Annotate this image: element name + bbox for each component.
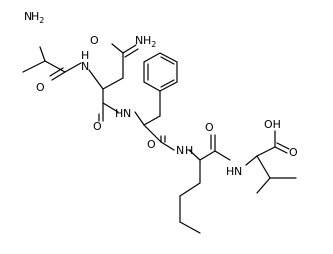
bond-cb-cg-leu (179, 182, 201, 197)
atom-label-o-phe: O (147, 138, 156, 151)
atom-label-n-leu-val: N (234, 165, 242, 178)
atom-label-o-leu: O (205, 121, 214, 134)
bond-cg-nd2-asn (111, 43, 124, 54)
bond-ca-c-val (256, 146, 276, 157)
bond-c-n-leu-val (214, 150, 231, 161)
bond-ca-c-leu (199, 150, 216, 161)
phenyl-double-2 (160, 56, 175, 65)
bonds (22, 43, 297, 234)
atom-label-o-asn-backbone: O (93, 120, 102, 133)
atom-label-oh-acid: OH (264, 118, 281, 131)
bond-n-ca-val (245, 155, 258, 166)
atom-label-n-ala-asn: N (81, 60, 89, 73)
bond-c-o-ala-2 (49, 67, 64, 77)
bond-n-ca-phe (134, 111, 145, 126)
bond-ca-n-ala (39, 46, 46, 62)
bond-cg-od1-asn-2 (124, 48, 139, 58)
atom-label-h-leu-val: H (226, 165, 234, 178)
bond-n-ca-asn (88, 69, 104, 90)
bond-ca-cb-asn (102, 77, 124, 90)
bond-c-n-ala-asn (64, 62, 82, 73)
atom-label-h-asn-phe: H (115, 107, 123, 120)
bond-ca-cb-val (256, 155, 271, 179)
atom-label-n-asn-phe: N (123, 107, 131, 120)
bond-methyl-ca-ala (22, 60, 46, 73)
bond-c-n-phe-leu (160, 141, 175, 151)
phenyl-ring (143, 52, 178, 92)
atom-label-n-terminal-n: N (24, 10, 32, 23)
atom-label-o-ala: O (36, 81, 45, 94)
atom-label-n-terminal-amine: H2 (31, 10, 44, 25)
bond-c-n-asn-phe (102, 102, 119, 113)
bond-ca-c-phe (143, 124, 162, 143)
bond-cd1-cd2-leu (179, 221, 201, 234)
bond-c-o-val-2 (276, 142, 290, 150)
bond-ca-c-ala (44, 60, 66, 73)
atom-label-amide-nh2: H2 (143, 34, 156, 49)
bond-c-o-ala-1 (51, 71, 66, 81)
atom-labels: H2 N O N H O N H2 O N H O N H O N H OH O (24, 10, 298, 178)
bond-n-ca-leu (188, 149, 201, 161)
atom-label-h-phe-leu: H (185, 144, 193, 157)
bond-c-o-val-1 (274, 146, 288, 154)
bond-cg-od1-asn-1 (122, 44, 137, 54)
atom-label-n-phe-leu: N (176, 144, 184, 157)
phenyl-double-3 (160, 79, 175, 88)
atom-label-o-acid: O (289, 146, 298, 159)
atom-label-h-ala-asn: H (81, 49, 89, 62)
atom-label-amide-n: N (135, 34, 143, 47)
bond-cb-cg1-val (256, 177, 271, 194)
bond-ca-cb-phe (143, 115, 161, 126)
atom-label-o-asn-sidechain: O (90, 34, 99, 47)
